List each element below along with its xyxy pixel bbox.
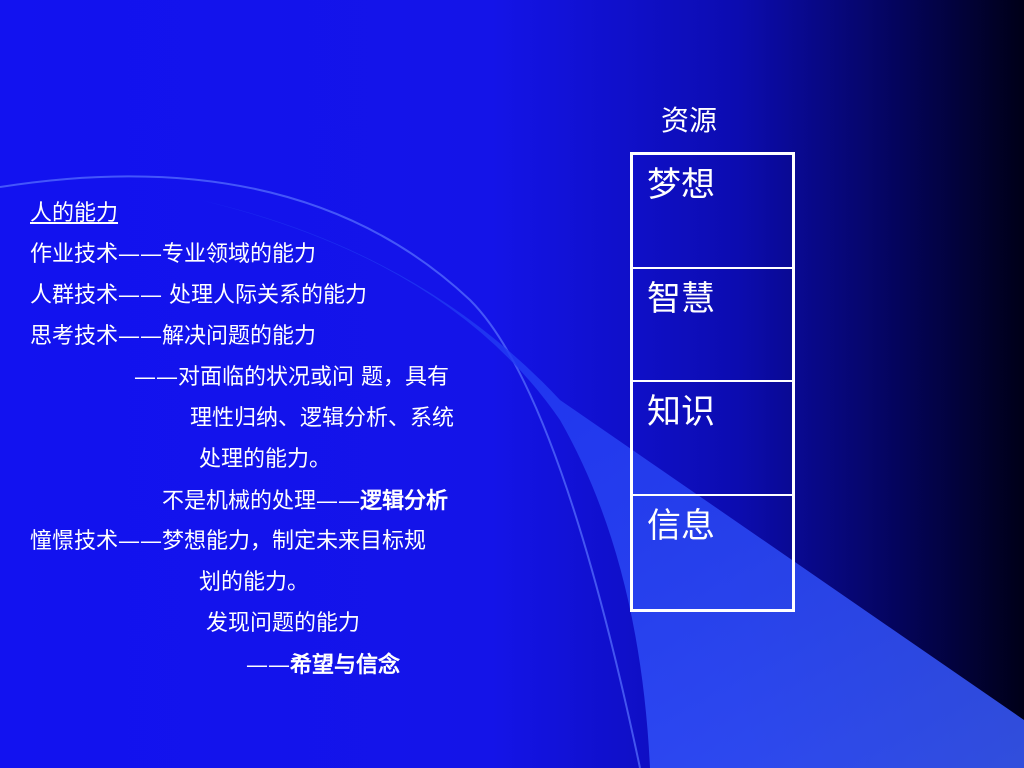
vision-detail-line-3: ——希望与信念	[246, 652, 400, 679]
not-mechanical-text: 不是机械的处理——	[162, 489, 361, 514]
resource-cell-dream: 梦想	[633, 155, 792, 269]
resources-title: 资源	[661, 104, 718, 137]
resource-cell-knowledge: 知识	[633, 382, 792, 496]
ability-line-thinking: 思考技术——解决问题的能力	[30, 324, 317, 349]
hope-and-belief-text: 希望与信念	[290, 652, 401, 678]
thinking-detail-line-3: 处理的能力。	[199, 447, 332, 472]
swept-wedge-decoration	[200, 200, 1024, 768]
thinking-detail-line-1: ——对面临的状况或问 题，具有	[134, 365, 449, 390]
resources-table: 梦想 智慧 知识 信息	[630, 152, 795, 612]
ability-line-vision: 憧憬技术——梦想能力，制定未来目标规	[30, 529, 427, 554]
thinking-detail-line-4: 不是机械的处理——逻辑分析	[162, 488, 448, 515]
logical-analysis-text: 逻辑分析	[360, 488, 449, 514]
curved-arc-decoration	[0, 175, 641, 768]
thinking-detail-line-2: 理性归纳、逻辑分析、系统	[190, 406, 455, 431]
abilities-heading: 人的能力	[30, 201, 119, 226]
resource-cell-wisdom: 智慧	[633, 269, 792, 382]
resource-cell-information: 信息	[647, 505, 715, 546]
vision-detail-line-1: 划的能力。	[199, 570, 310, 595]
ability-line-people: 人群技术—— 处理人际关系的能力	[30, 283, 367, 308]
dash-text: ——	[246, 653, 290, 678]
vision-detail-line-2: 发现问题的能力	[206, 611, 361, 636]
ability-line-operation: 作业技术——专业领域的能力	[30, 242, 317, 267]
